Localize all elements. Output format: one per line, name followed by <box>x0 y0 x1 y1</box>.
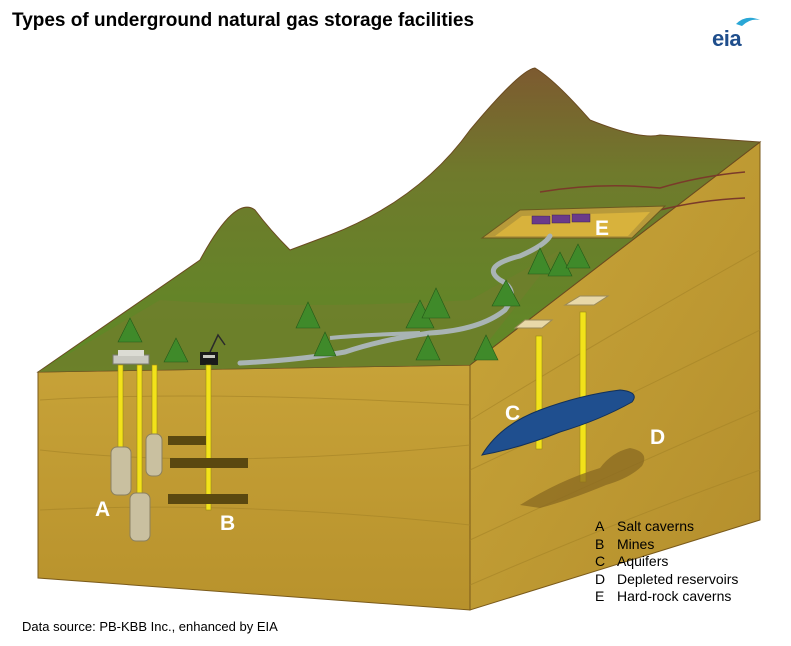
trees <box>117 243 591 363</box>
data-source-note: Data source: PB-KBB Inc., enhanced by EI… <box>22 619 278 634</box>
mine-shaft <box>205 364 212 511</box>
legend-label: Salt caverns <box>617 518 695 534</box>
site-label-a: A <box>95 498 111 521</box>
salt-caverns <box>110 433 163 542</box>
salt-well-2 <box>136 364 143 496</box>
legend-label: Hard-rock caverns <box>617 588 732 604</box>
salt-cavern-2 <box>145 433 163 477</box>
gas-pipeline-branch <box>329 331 421 340</box>
reservoir-surface-pad <box>563 295 610 306</box>
salt-cavern-surface-facility <box>112 354 150 365</box>
legend-item: B Mines <box>595 536 738 554</box>
legend-key: E <box>595 588 605 604</box>
legend-key: A <box>595 518 605 534</box>
legend-key: B <box>595 535 605 552</box>
ridge-lines <box>539 171 746 211</box>
mine-tunnels <box>168 436 248 504</box>
site-label-e: E <box>595 217 610 240</box>
legend-item: A Salt caverns <box>595 518 738 536</box>
depleted-reservoir-body <box>520 448 645 508</box>
aquifer-body <box>481 389 635 456</box>
salt-cavern-1 <box>110 446 132 496</box>
page-title: Types of underground natural gas storage… <box>12 10 475 31</box>
eia-logo: eia <box>712 12 772 52</box>
salt-cavern-3 <box>129 492 151 542</box>
legend-item: D Depleted reservoirs <box>595 571 738 589</box>
site-label-d: D <box>650 426 666 449</box>
eia-logo-swoosh <box>736 17 760 26</box>
legend-item: E Hard-rock caverns <box>595 588 738 606</box>
site-label-b: B <box>220 512 236 535</box>
aquifer-surface-pad <box>513 319 554 329</box>
legend-label: Depleted reservoirs <box>617 570 739 587</box>
eia-logo-text: eia <box>712 26 742 51</box>
aquifer-well <box>535 335 543 450</box>
legend: A Salt caverns B Mines C Aquifers D Depleted… <box>595 518 738 606</box>
legend-key: D <box>595 570 606 587</box>
legend-label: Aquifers <box>617 553 669 569</box>
gas-pipeline <box>237 233 553 366</box>
legend-label: Mines <box>617 535 655 552</box>
salt-well-3 <box>151 364 158 439</box>
legend-key: C <box>595 553 606 569</box>
site-label-c: C <box>505 402 521 425</box>
terrain-surface <box>36 67 762 373</box>
salt-well-1 <box>117 364 124 454</box>
legend-item: C Aquifers <box>595 553 738 571</box>
mine-surface-facility <box>200 352 218 365</box>
hard-rock-cavern-panels <box>531 213 591 225</box>
